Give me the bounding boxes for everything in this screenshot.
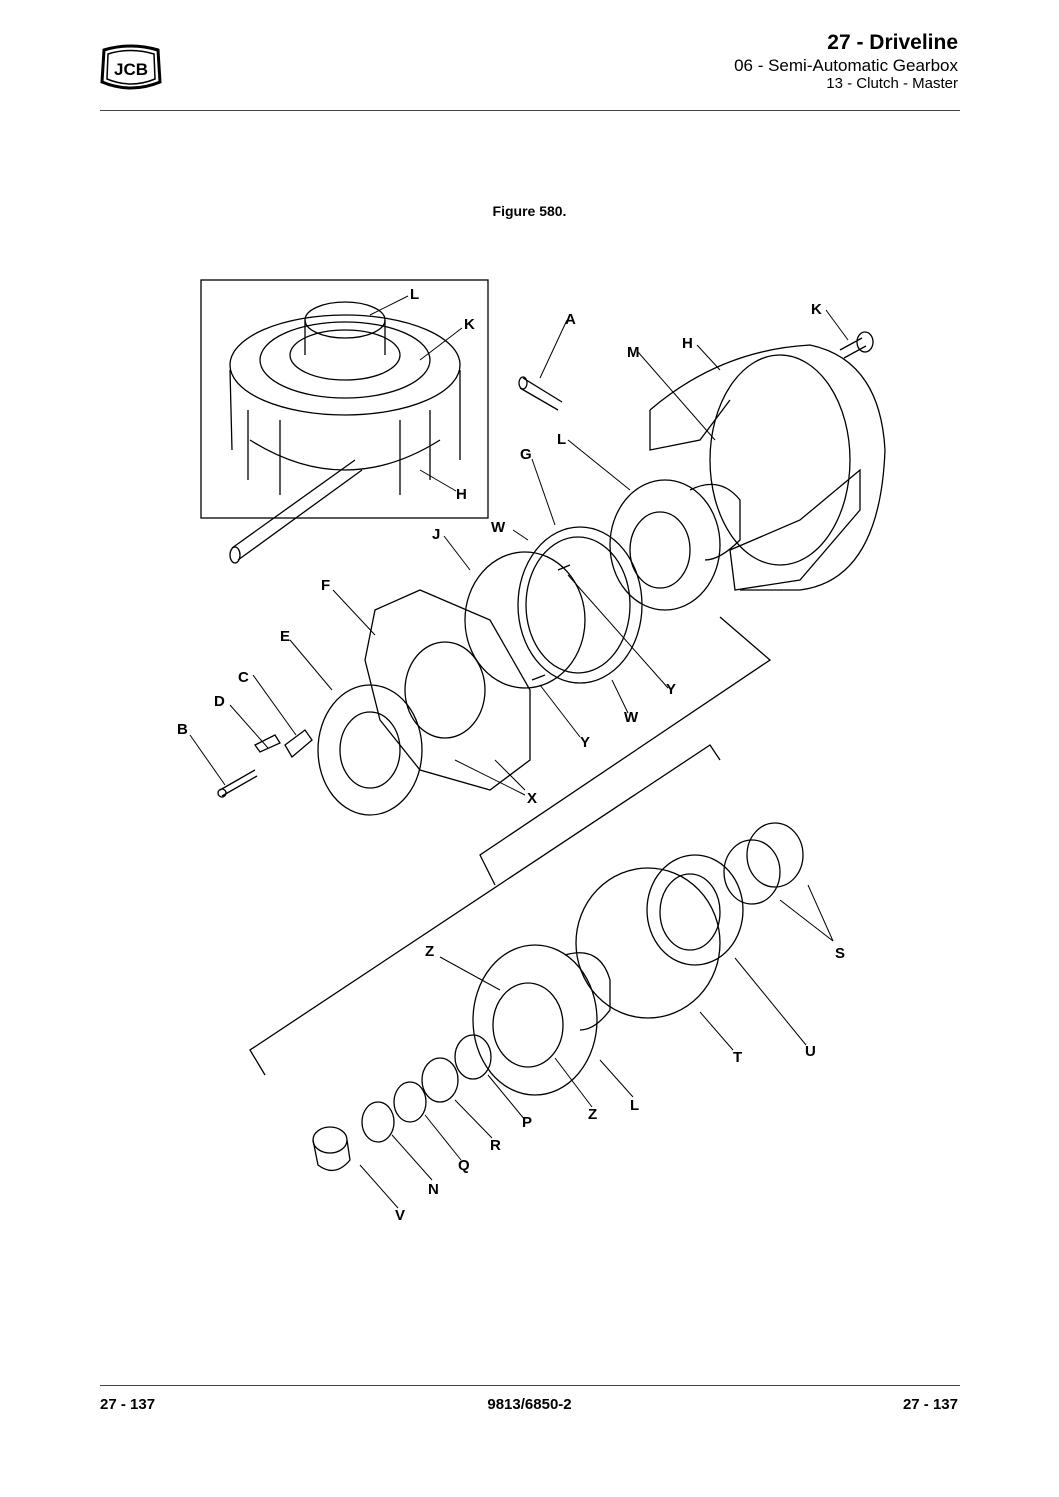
inset-clutch-assembly [229,301,461,564]
callout-y-1: Y [666,681,676,698]
callout-e: E [280,628,290,645]
page-number-left: 27 - 137 [100,1396,156,1413]
callout-s: S [835,945,845,962]
callout-k-inset: K [464,316,475,333]
housing-h [649,344,886,591]
circlip-s-1 [746,822,804,888]
callout-n: N [428,1181,439,1198]
callout-h: H [682,335,693,352]
spacer-d [254,734,281,753]
seal-t [575,867,721,1019]
hub-l-lower [472,944,611,1096]
footer-divider [100,1385,960,1386]
callout-z-lower: Z [588,1106,597,1123]
callout-v: V [395,1207,405,1224]
document-number: 9813/6850-2 [487,1396,572,1413]
sleeve-v [312,1126,351,1172]
jcb-logo: JCB [100,44,162,90]
circlip-s-2 [723,839,781,905]
bolt-b [217,769,258,798]
callout-r: R [490,1137,501,1154]
callout-k: K [811,301,822,318]
bolt-k [839,331,874,359]
callout-y-2: Y [580,734,590,751]
figure-caption: Figure 580. [492,203,567,219]
callout-j: J [432,526,440,543]
bracket-upper [479,616,772,886]
plate-e [317,684,423,816]
brand-text: JCB [114,60,148,79]
bracket-lower [249,744,721,1076]
callout-h-inset: H [456,486,467,503]
callout-a: A [565,311,576,328]
callout-b: B [177,721,188,738]
section-title: 06 - Semi-Automatic Gearbox [734,56,958,75]
ring-r [421,1057,459,1103]
callout-t: T [733,1049,742,1066]
callout-p: P [522,1114,532,1131]
hub-l-upper [609,479,741,611]
callout-l-inset: L [410,286,419,303]
subsection-title: 13 - Clutch - Master [826,75,958,92]
circlip-n [361,1101,395,1143]
header-divider [100,110,960,111]
callout-m: M [627,344,640,361]
callout-w-lower: W [624,709,639,726]
washer-p [454,1034,492,1080]
callout-z-upper: Z [425,943,434,960]
callout-d: D [214,693,225,710]
bearing-u [646,854,744,966]
callout-c: C [238,669,249,686]
pin-y-1 [557,564,571,571]
bearing-q [393,1081,427,1123]
callout-l-lower: L [630,1097,639,1114]
callout-q: Q [458,1157,470,1174]
callout-f: F [321,577,330,594]
page-number-right: 27 - 137 [902,1396,958,1413]
pin-a [518,376,563,411]
callout-u: U [805,1043,816,1060]
spring-c [284,729,313,758]
chapter-title: 27 - Driveline [827,31,958,54]
pin-y-2 [531,674,546,681]
callout-g: G [520,446,532,463]
page-header: 27 - Driveline 06 - Semi-Automatic Gearb… [734,30,958,92]
ring-g [517,526,643,684]
callout-x: X [527,790,537,807]
seal-j [464,551,586,689]
callout-l-upper: L [557,431,566,448]
callout-labels: L K H A K H M G L W J F E C D B Y Y W X … [177,286,845,1224]
inset-frame [200,279,489,519]
callout-w-upper: W [491,519,506,536]
